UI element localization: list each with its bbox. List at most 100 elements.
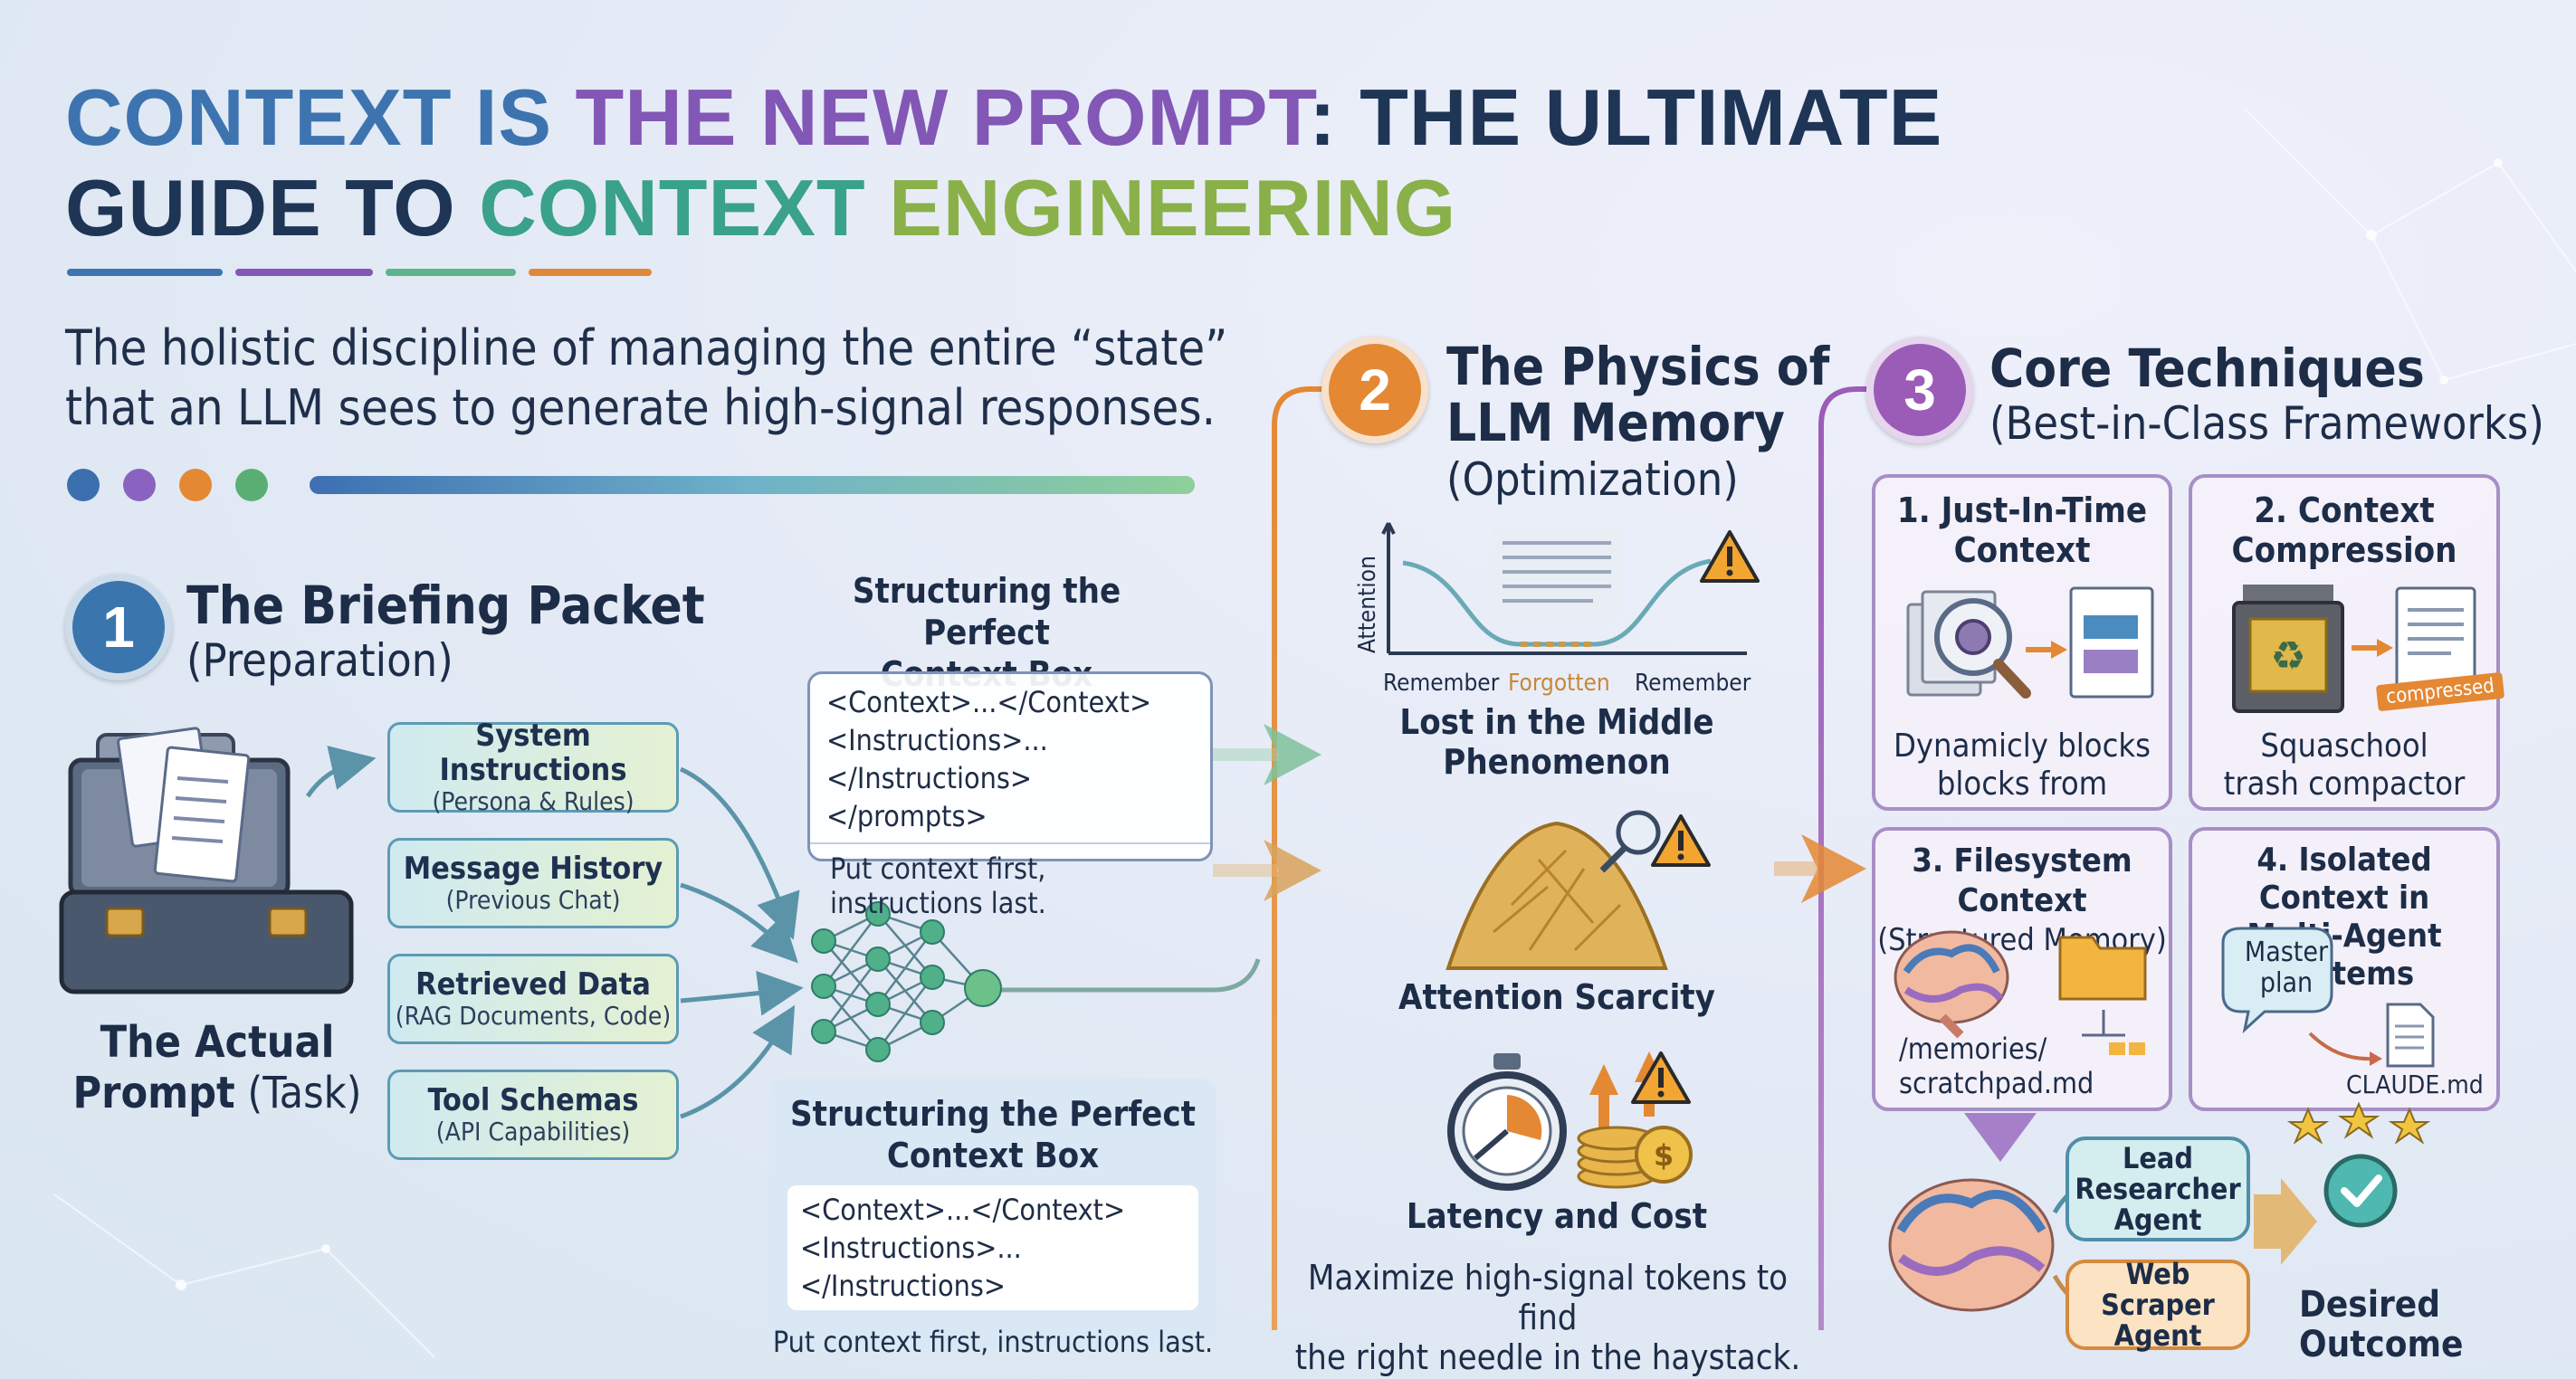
chart-x-right: Remember xyxy=(1635,670,1751,697)
lost-in-middle-label: Lost in the Middle Phenomenon xyxy=(1367,702,1747,782)
code-line: <Context>...</Context> xyxy=(826,685,1152,719)
svg-text:♻: ♻ xyxy=(2270,633,2305,680)
section2-footer: Maximize high-signal tokens to find the … xyxy=(1285,1258,1810,1377)
heading-line: Structuring the Perfect xyxy=(790,1094,1196,1134)
attention-scarcity-label: Attention Scarcity xyxy=(1398,977,1715,1017)
outcome-line: Desired xyxy=(2299,1284,2440,1326)
pill-message-history: Message History (Previous Chat) xyxy=(387,838,679,928)
subtitle-line: The holistic discipline of managing the … xyxy=(65,319,1228,376)
section2-title: The Physics of LLM Memory xyxy=(1446,338,1829,451)
path-line: scratchpad.md xyxy=(1899,1066,2094,1100)
chart-ylabel: Attention xyxy=(1349,516,1385,661)
section1-subtitle: (Preparation) xyxy=(186,634,453,687)
section2-badge: 2 xyxy=(1321,337,1428,443)
chart-x-mid: Forgotten xyxy=(1508,670,1610,697)
page-subtitle: The holistic discipline of managing the … xyxy=(65,319,1242,438)
warning-icon xyxy=(1631,1051,1691,1104)
haystack-icon xyxy=(1445,810,1668,970)
code-line: </prompts> xyxy=(826,799,987,833)
title-part: CONTEXT xyxy=(479,163,890,252)
agent-line: Agent xyxy=(2113,1318,2202,1353)
latency-cost-label: Latency and Cost xyxy=(1406,1196,1708,1236)
pill-retrieved-data: Retrieved Data (RAG Documents, Code) xyxy=(387,954,679,1044)
context-box-top: <Context>...</Context> <Instructions>...… xyxy=(807,671,1213,920)
actual-prompt-label: The Actual Prompt (Task) xyxy=(72,1017,362,1118)
pill-sub: (API Capabilities) xyxy=(435,1117,631,1146)
section1-badge: 1 xyxy=(65,574,172,680)
ylabel-text: Attention xyxy=(1354,556,1381,653)
agent-line: Researcher xyxy=(2075,1172,2241,1206)
pill-title: System Instructions xyxy=(439,718,627,788)
card-title-line: 4. Isolated Context in xyxy=(2256,842,2432,917)
title-part: CONTEXT IS xyxy=(65,72,576,162)
subtitle-line: that an LLM sees to generate high-signal… xyxy=(65,379,1216,436)
agent-line: Lead xyxy=(2123,1141,2193,1175)
label-line: Phenomenon xyxy=(1443,742,1671,782)
warning-icon xyxy=(1700,530,1760,583)
pill-tool-schemas: Tool Schemas (API Capabilities) xyxy=(387,1070,679,1160)
title-part: GUIDE TO xyxy=(65,163,480,252)
context-box-top-footer: Put context first, instructions last. xyxy=(810,842,1210,920)
context-box-bottom-footer: Put context first, instructions last. xyxy=(772,1325,1214,1359)
agent-line: Agent xyxy=(2113,1203,2202,1237)
title-part: THE NEW PROMPT xyxy=(575,72,1310,162)
card-sub-line: blocks from xyxy=(1936,766,2108,803)
heading-line: Structuring the Perfect xyxy=(852,571,1121,652)
pill-title: Tool Schemas xyxy=(427,1082,639,1118)
pill-sub: (Persona & Rules) xyxy=(432,786,634,816)
technique-card-jit-context: 1. Just-In-Time Context Dynamicly blocks… xyxy=(1872,474,2172,811)
technique-card-filesystem: 3. Filesystem Context (Structured Memory… xyxy=(1872,827,2172,1111)
pill-sub: (RAG Documents, Code) xyxy=(395,1001,672,1031)
title-line: LLM Memory xyxy=(1446,392,1785,453)
trash-compactor-icon: ♻ xyxy=(2232,585,2476,713)
card-title-line: 1. Just-In-Time xyxy=(1896,490,2148,530)
label-line: Lost in the Middle xyxy=(1399,702,1714,742)
web-scraper-agent: Web Scraper Agent xyxy=(2066,1257,2250,1353)
code-line: <Instructions>...</Instructions> xyxy=(800,1231,1022,1303)
section3-subtitle: (Best-in-Class Frameworks) xyxy=(1989,397,2544,450)
outcome-line: Outcome xyxy=(2299,1324,2464,1365)
card-title-line: 3. Filesystem Context xyxy=(1912,842,2132,919)
agent-line: Web Scraper xyxy=(2101,1257,2215,1322)
pill-system-instructions: System Instructions (Persona & Rules) xyxy=(387,718,679,816)
section2-subtitle: (Optimization) xyxy=(1446,453,1739,506)
pill-title: Message History xyxy=(403,851,663,887)
color-dots xyxy=(67,469,291,506)
context-box-bottom: Structuring the Perfect Context Box <Con… xyxy=(769,1079,1216,1359)
card-sub-line: Squaschool xyxy=(2260,728,2428,765)
card-sub-line: Dynamicly blocks xyxy=(1893,728,2151,765)
lead-researcher-agent: Lead Researcher Agent xyxy=(2066,1136,2250,1241)
footer-line: Maximize high-signal tokens to find xyxy=(1307,1258,1789,1337)
bubble-line: Master xyxy=(2244,937,2329,968)
plan-to-file-icon xyxy=(2221,927,2435,1068)
section3-badge: 3 xyxy=(1866,337,1973,443)
technique-card-compression: 2. Context Compression ♻ compressed Squa… xyxy=(2189,474,2505,811)
page-title: CONTEXT IS THE NEW PROMPT: THE ULTIMATE … xyxy=(65,72,2056,253)
gradient-divider xyxy=(310,476,1195,494)
claude-md-label: CLAUDE.md xyxy=(2346,1070,2484,1099)
briefcase-icon xyxy=(59,727,354,994)
card-title-line: Compression xyxy=(2231,530,2457,570)
net-nodes xyxy=(811,901,1002,1062)
code-line: <Instructions>...</Instructions> xyxy=(826,723,1048,795)
heading-line: Context Box xyxy=(886,1136,1100,1175)
attention-u-curve xyxy=(1381,522,1747,655)
desired-outcome-label: Desired Outcome xyxy=(2299,1284,2464,1365)
code-line: <Context>...</Context> xyxy=(800,1193,1126,1227)
card-sub-line: trash compactor xyxy=(2223,766,2466,803)
technique-card-isolated: 4. Isolated Context in Multi-Agent Syste… xyxy=(2189,827,2500,1111)
section1-title: The Briefing Packet xyxy=(186,575,705,636)
document-gear-icon xyxy=(1906,586,2154,699)
net-edges xyxy=(823,912,984,1051)
warning-icon xyxy=(1651,814,1711,867)
section3-title: Core Techniques xyxy=(1989,338,2425,399)
path-line: /memories/ xyxy=(1899,1032,2047,1066)
prompt-line: The Actual xyxy=(100,1017,335,1068)
chart-x-left: Remember xyxy=(1383,670,1500,697)
pill-title: Retrieved Data xyxy=(415,966,651,1003)
prompt-bold: Prompt xyxy=(72,1068,235,1118)
title-line: The Physics of xyxy=(1446,336,1830,397)
prompt-regular: (Task) xyxy=(234,1068,362,1118)
title-underline xyxy=(67,264,664,281)
